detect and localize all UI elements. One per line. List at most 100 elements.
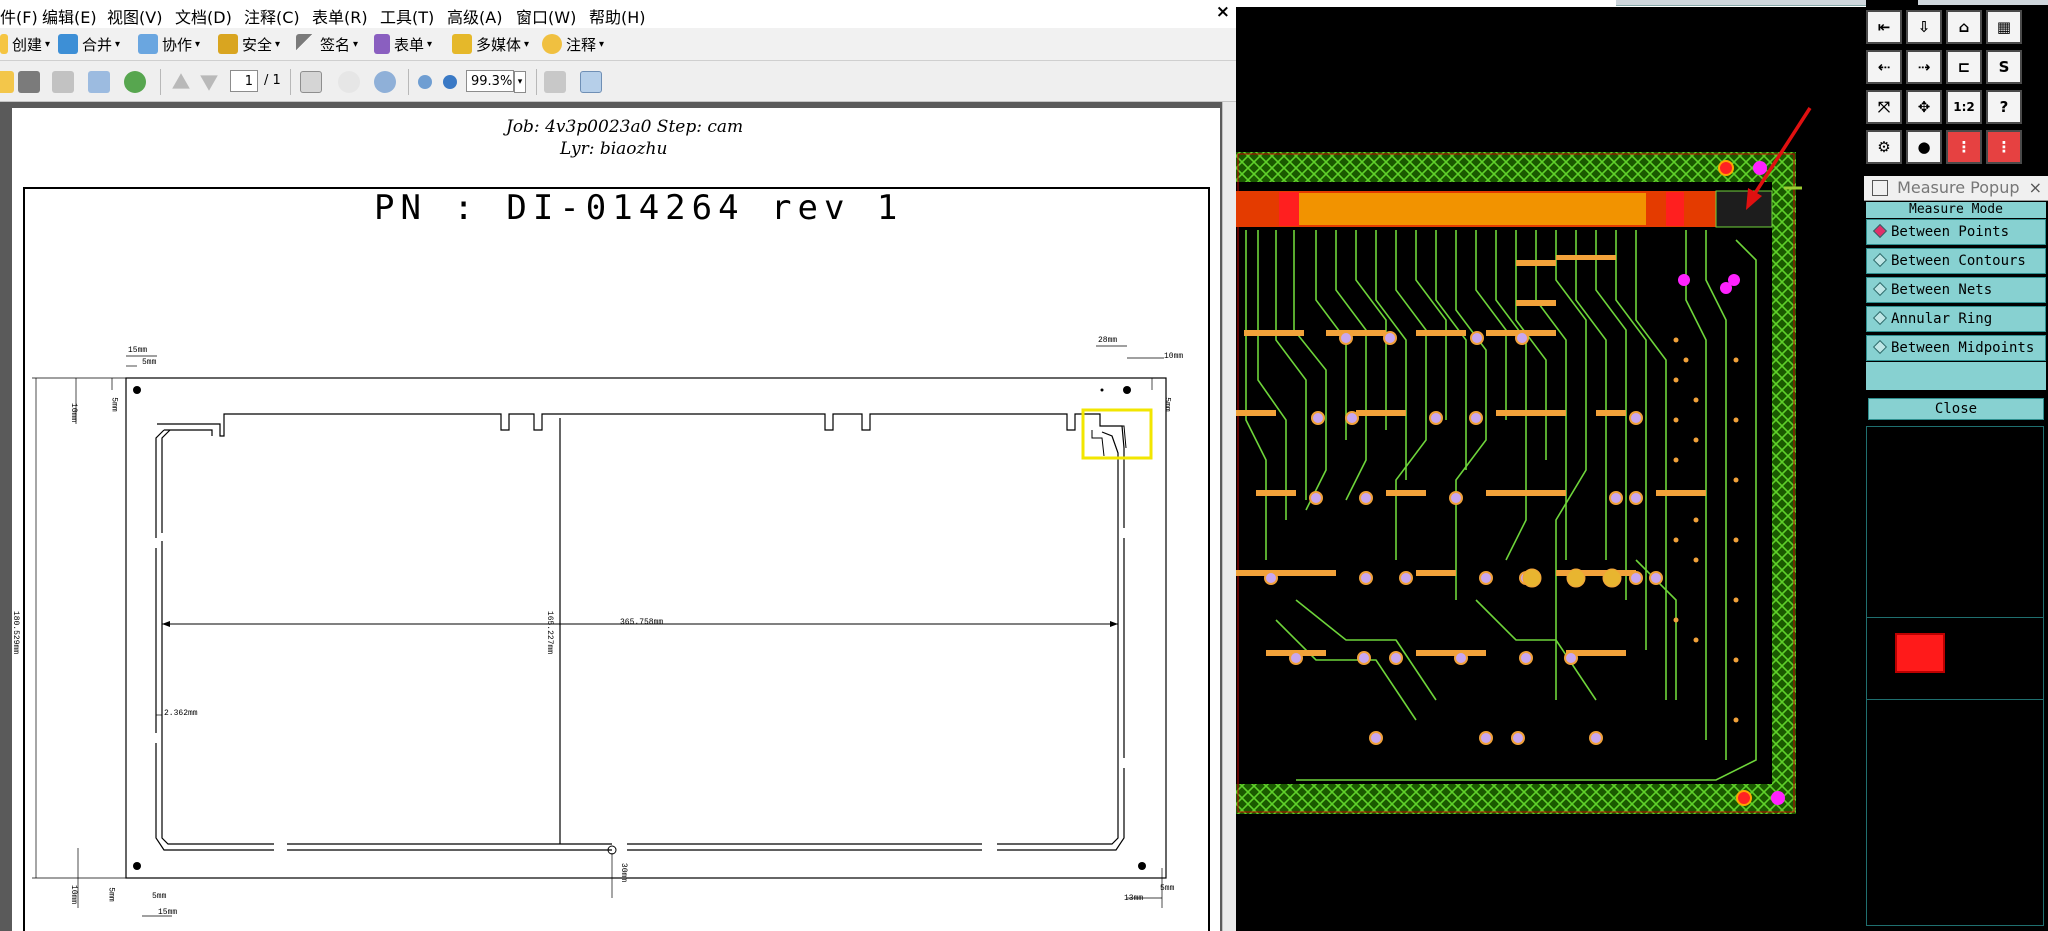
zoom-out-icon[interactable] (418, 75, 432, 89)
download-icon[interactable]: ⇩ (1906, 10, 1942, 44)
pen-icon (296, 34, 316, 54)
dim-30mm: 30mm (619, 862, 629, 883)
measure-preview (1866, 426, 2044, 926)
radio-icon (1872, 310, 1888, 326)
menu-advanced[interactable]: 高级(A) (447, 8, 503, 27)
email-icon[interactable] (88, 71, 110, 93)
cam-graphics-view[interactable] (1236, 0, 1866, 931)
zoom-in-icon[interactable] (443, 75, 457, 89)
dim-10mm-bottom: 10mm (69, 884, 79, 905)
pan-left-icon[interactable]: ⇠ (1866, 50, 1902, 84)
menu-document[interactable]: 文档(D) (175, 8, 232, 27)
close-window-button[interactable]: × (1215, 2, 1230, 22)
dim-panel-width: 365.758mm (620, 618, 664, 627)
menu-window[interactable]: 窗口(W) (516, 8, 577, 27)
select-text-icon[interactable] (300, 71, 322, 93)
multimedia-icon (452, 34, 472, 54)
scale-one-to-two-icon[interactable]: 1:2 (1946, 90, 1982, 124)
option-between-nets[interactable]: Between Nets (1866, 277, 2046, 303)
zoom-input[interactable]: 99.3% (466, 70, 514, 92)
pdf-viewer-window: 件(F) 编辑(E) 视图(V) 文档(D) 注释(C) 表单(R) 工具(T)… (0, 0, 1236, 931)
option-annular-ring[interactable]: Annular Ring (1866, 306, 2046, 332)
window-layout-icon[interactable]: ▦ (1986, 10, 2022, 44)
radio-icon (1872, 339, 1888, 355)
settings-icon[interactable]: ⚙ (1866, 130, 1902, 164)
home-icon[interactable]: ⌂ (1946, 10, 1982, 44)
menu-file[interactable]: 件(F) (0, 8, 38, 27)
close-popup-icon[interactable]: × (2028, 178, 2042, 197)
import-icon[interactable]: ⇤ (1866, 10, 1902, 44)
radio-icon (1872, 281, 1888, 297)
panel-drawing (23, 187, 1210, 931)
dim-15mm-bottom: 15mm (158, 908, 178, 917)
page-number-input[interactable]: 1 (230, 70, 258, 92)
menu-bar: 件(F) 编辑(E) 视图(V) 文档(D) 注释(C) 表单(R) 工具(T)… (0, 0, 1236, 29)
radio-selected-icon (1872, 223, 1888, 239)
page-total: / 1 (264, 73, 281, 88)
save-icon[interactable] (52, 71, 74, 93)
layer-toggle-2-icon[interactable]: ⋮ (1986, 130, 2022, 164)
dim-5mm-bottom-right: 5mm (1160, 884, 1175, 893)
layer-label: Lyr: biaozhu (560, 139, 668, 159)
dim-10mm-top: 10mm (1164, 352, 1184, 361)
dim-10mm-left: 10mm (69, 402, 79, 423)
menu-help[interactable]: 帮助(H) (589, 8, 646, 27)
combine-icon (58, 34, 78, 54)
share-icon[interactable] (124, 71, 146, 93)
dim-15mm: 15mm (128, 346, 148, 355)
fit-width-icon[interactable] (544, 71, 566, 93)
menu-edit[interactable]: 编辑(E) (42, 8, 97, 27)
lock-icon (218, 34, 238, 54)
redraw-icon[interactable]: S (1986, 50, 2022, 84)
previous-page-icon[interactable] (172, 73, 190, 89)
comment-icon (542, 34, 562, 54)
close-button[interactable]: Close (1868, 398, 2044, 420)
layer-toggle-icon[interactable]: ⋮ (1946, 130, 1982, 164)
dim-5mm-right: 5mm (1162, 397, 1172, 412)
menu-view[interactable]: 视图(V) (107, 8, 163, 27)
snap-icon[interactable]: ● (1906, 130, 1942, 164)
hand-tool-icon[interactable] (338, 71, 360, 93)
option-between-points[interactable]: Between Points (1866, 219, 2046, 245)
next-page-icon[interactable] (200, 75, 218, 91)
zoom-window-icon[interactable]: ⊏ (1946, 50, 1982, 84)
dim-5mm-left: 5mm (109, 397, 119, 412)
option-between-contours[interactable]: Between Contours (1866, 248, 2046, 274)
dim-5mm-top: 5mm (142, 358, 157, 367)
option-between-midpoints[interactable]: Between Midpoints (1866, 335, 2046, 361)
fit-all-icon[interactable]: ⤧ (1866, 90, 1902, 124)
dim-5mm-bottom-left: 5mm (106, 887, 116, 902)
collaborate-button[interactable]: 协作▾ (138, 32, 200, 56)
fit-page-icon[interactable] (580, 71, 602, 93)
preview-pad (1895, 633, 1945, 673)
pcb-artwork (1236, 107, 1812, 814)
multimedia-button[interactable]: 多媒体▾ (452, 32, 529, 56)
create-icon (0, 34, 8, 54)
zoom-dropdown-icon[interactable]: ▾ (514, 71, 526, 93)
pan-right-icon[interactable]: ⇢ (1906, 50, 1942, 84)
dim-28mm: 28mm (1098, 336, 1118, 345)
secure-button[interactable]: 安全▾ (218, 32, 280, 56)
sign-button[interactable]: 签名▾ (296, 32, 358, 56)
dim-slot-width: 2.362mm (164, 709, 198, 718)
help-icon[interactable]: ? (1986, 90, 2022, 124)
menu-forms[interactable]: 表单(R) (312, 8, 368, 27)
navigation-toolbar: 1 / 1 99.3% ▾ (0, 61, 1236, 102)
forms-button[interactable]: 表单▾ (374, 32, 432, 56)
comment-button[interactable]: 注释▾ (542, 32, 604, 56)
job-step-label: Job: 4v3p0023a0 Step: cam (506, 117, 744, 137)
zoom-tool-icon[interactable] (374, 71, 396, 93)
menu-tools[interactable]: 工具(T) (380, 8, 435, 27)
print-icon[interactable] (18, 71, 40, 93)
collaborate-icon (138, 34, 158, 54)
measure-popup: Measure Popup × Measure Mode Between Poi… (1864, 176, 2048, 931)
create-button[interactable]: 创建▾ (0, 32, 50, 56)
form-icon (374, 34, 390, 54)
cam-window-topbar (1236, 0, 1866, 7)
center-icon[interactable]: ✥ (1906, 90, 1942, 124)
menu-comments[interactable]: 注释(C) (244, 8, 300, 27)
vertical-scrollbar[interactable] (1222, 102, 1236, 931)
ruler-icon (1872, 180, 1888, 196)
open-folder-icon[interactable] (0, 71, 14, 93)
combine-button[interactable]: 合并▾ (58, 32, 120, 56)
